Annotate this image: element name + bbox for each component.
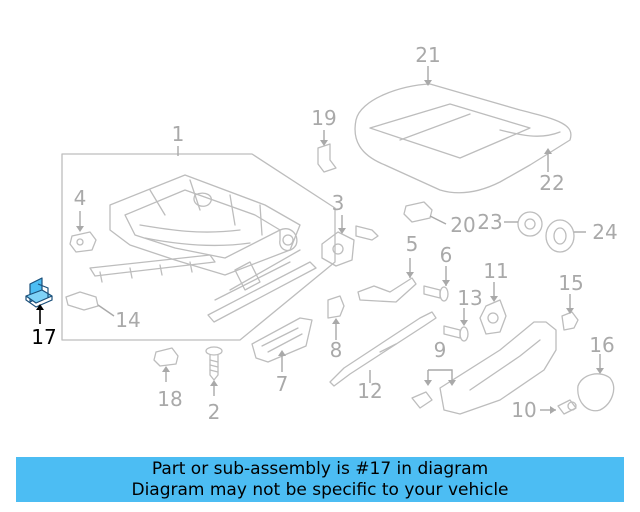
part-18-clip[interactable]: [153, 347, 179, 367]
part-4-clip[interactable]: [69, 231, 97, 253]
callout-6: 6: [440, 243, 453, 267]
part-23-cover[interactable]: [517, 211, 543, 237]
callout-5: 5: [406, 232, 419, 256]
callout-4: 4: [74, 186, 87, 210]
callout-12: 12: [357, 379, 382, 403]
callout-19: 19: [311, 106, 336, 130]
callout-23: 23: [477, 210, 502, 234]
callout-1: 1: [172, 122, 185, 146]
part-11-plate[interactable]: [479, 299, 507, 335]
callout-8: 8: [330, 338, 343, 362]
callout-14: 14: [115, 308, 140, 332]
callout-3: 3: [332, 191, 345, 215]
callout-21: 21: [415, 43, 440, 67]
part-2-bolt[interactable]: [205, 346, 223, 381]
part-7-side-cover[interactable]: [251, 317, 313, 363]
callout-10: 10: [511, 398, 536, 422]
part-3-motor[interactable]: [321, 225, 379, 267]
part-20-clip[interactable]: [403, 201, 433, 223]
callout-17: 17: [31, 325, 56, 349]
callout-15: 15: [558, 271, 583, 295]
part-21-seat-cushion[interactable]: [354, 83, 572, 194]
part-9-clip[interactable]: [411, 391, 433, 409]
callout-20: 20: [450, 213, 475, 237]
callout-16: 16: [589, 333, 614, 357]
callout-18: 18: [157, 387, 182, 411]
part-16-knob[interactable]: [577, 373, 615, 412]
banner-line-2: Diagram may not be specific to your vehi…: [131, 480, 509, 500]
part-17-bracket-highlighted[interactable]: [25, 277, 53, 308]
info-banner: Part or sub-assembly is #17 in diagram D…: [16, 457, 624, 502]
callout-13: 13: [457, 286, 482, 310]
part-1-seat-frame[interactable]: [89, 174, 317, 323]
callout-7: 7: [276, 372, 289, 396]
part-12-rod[interactable]: [329, 311, 437, 387]
part-5-bracket[interactable]: [357, 277, 417, 303]
part-24-knob[interactable]: [545, 219, 575, 253]
part-10-screw[interactable]: [557, 399, 577, 415]
callout-11: 11: [483, 259, 508, 283]
callout-24: 24: [592, 220, 617, 244]
callout-2: 2: [208, 400, 221, 424]
seat-frame-group-outline: [61, 153, 336, 341]
part-8-clip[interactable]: [327, 295, 345, 319]
part-14-cover[interactable]: [65, 291, 99, 311]
part-6-bolt[interactable]: [423, 285, 449, 302]
part-13-bolt[interactable]: [443, 325, 469, 342]
part-15-clip[interactable]: [561, 311, 579, 331]
part-9-side-trim[interactable]: [439, 321, 557, 415]
callout-22: 22: [539, 171, 564, 195]
part-19-bracket[interactable]: [317, 143, 337, 173]
callout-9: 9: [434, 338, 447, 362]
banner-line-1: Part or sub-assembly is #17 in diagram: [151, 459, 489, 479]
